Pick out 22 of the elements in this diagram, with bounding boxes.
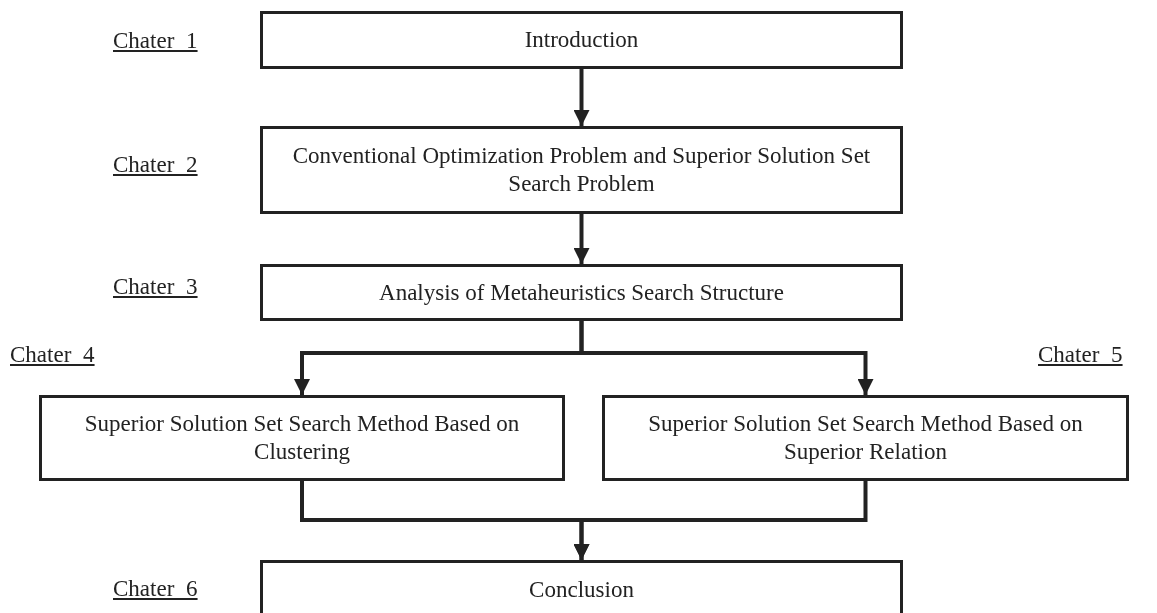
- process-box: [602, 395, 1129, 481]
- chapter-title: Introduction: [523, 26, 640, 54]
- process-box: [260, 560, 903, 613]
- chapter-label: Chater 1: [113, 28, 198, 54]
- process-box: [260, 11, 903, 69]
- chapter-label: Chater 3: [113, 274, 198, 300]
- chapter-label: Chater 2: [113, 152, 198, 178]
- chapter-title: Superior Solution Set Search Method Based on Clustering: [83, 410, 521, 466]
- arrow: [573, 214, 590, 264]
- chapter-title: Conventional Optimization Problem and Superior Solution Set Search Problem: [291, 142, 872, 198]
- chapter-label: Chater 4: [10, 342, 95, 368]
- arrow: [573, 69, 590, 126]
- chapter-label: Chater 5: [1038, 342, 1123, 368]
- arrow: [579, 321, 874, 395]
- process-box: [260, 264, 903, 321]
- chapter-title: Conclusion: [528, 576, 635, 604]
- process-box: [260, 126, 903, 214]
- chapter-title: Superior Solution Set Search Method Based on Superior Relation: [647, 410, 1084, 466]
- arrow: [573, 481, 868, 560]
- process-box: [39, 395, 565, 481]
- chapter-title: Analysis of Metaheuristics Search Structure: [378, 278, 785, 307]
- chapter-label: Chater 6: [113, 576, 198, 602]
